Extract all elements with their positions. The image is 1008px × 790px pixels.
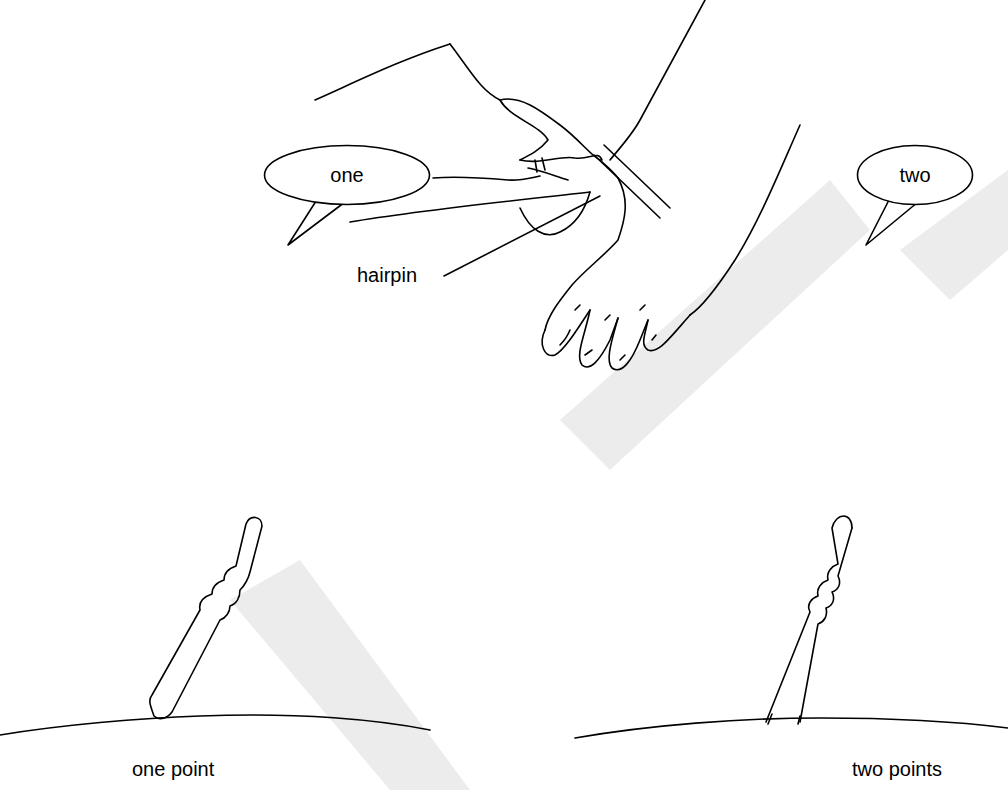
bubble-tails xyxy=(288,198,918,245)
skin-surface xyxy=(0,715,1008,738)
part-label: one point xyxy=(130,758,216,781)
speech-bubble: one xyxy=(263,144,431,206)
watermark xyxy=(230,170,1008,790)
hairpin-two-points xyxy=(766,516,852,724)
part-label: hairpin xyxy=(355,264,419,287)
leader-line xyxy=(444,196,600,276)
speech-bubble: two xyxy=(856,144,974,206)
tester-hand xyxy=(315,44,670,235)
bubble-text: one xyxy=(330,164,363,187)
bubble-text: two xyxy=(899,164,930,187)
hairpin-one-point xyxy=(150,517,262,718)
part-label: two points xyxy=(850,758,944,781)
patient-hand xyxy=(542,0,800,370)
